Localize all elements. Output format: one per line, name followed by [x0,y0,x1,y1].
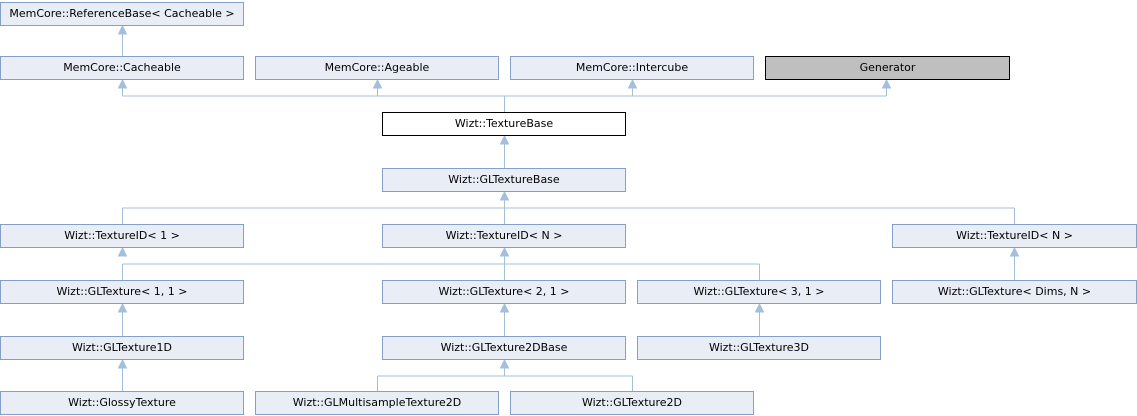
inheritance-arrowhead [117,24,128,35]
inheritance-arrowhead [881,78,892,89]
node-wizt-gltexture1d[interactable]: Wizt::GLTexture1D [0,336,244,360]
edge-gltexture-children [122,250,760,280]
inheritance-arrowhead [117,358,128,369]
node-wizt-gltexturebase[interactable]: Wizt::GLTextureBase [382,168,626,192]
inheritance-arrowhead [117,246,128,257]
inheritance-arrowhead [1009,246,1020,257]
inheritance-arrowhead [499,190,510,201]
inheritance-arrowhead [117,78,128,89]
edge-gltexture2dbase-children [377,362,633,391]
node-wizt-gltexture2dbase[interactable]: Wizt::GLTexture2DBase [382,336,626,360]
edge-textureid-children [122,194,1015,224]
node-wizt-glmultisampletexture2d[interactable]: Wizt::GLMultisampleTexture2D [255,391,499,415]
node-wizt-gltexture2d[interactable]: Wizt::GLTexture2D [510,391,754,415]
node-memcore-intercube[interactable]: MemCore::Intercube [510,56,754,80]
inheritance-arrowhead [754,302,765,313]
node-wizt-gltexture3d[interactable]: Wizt::GLTexture3D [637,336,881,360]
node-wizt-textureid-n[interactable]: Wizt::TextureID< N > [382,224,626,248]
inheritance-arrowhead [499,302,510,313]
inheritance-arrowhead [499,358,510,369]
node-generator: Generator [765,56,1010,80]
inheritance-arrowhead [499,134,510,145]
node-memcore-cacheable[interactable]: MemCore::Cacheable [0,56,244,80]
node-referencebase-cacheable[interactable]: MemCore::ReferenceBase< Cacheable > [0,2,244,26]
node-wizt-texturebase: Wizt::TextureBase [382,112,626,136]
inheritance-arrowhead [499,246,510,257]
node-memcore-ageable[interactable]: MemCore::Ageable [255,56,499,80]
node-wizt-glossytexture[interactable]: Wizt::GlossyTexture [0,391,244,415]
node-wizt-textureid-1[interactable]: Wizt::TextureID< 1 > [0,224,244,248]
edge-texturebase-parents [122,82,887,112]
node-wizt-gltexture-3-1[interactable]: Wizt::GLTexture< 3, 1 > [637,280,881,304]
node-wizt-gltexture-dims-n[interactable]: Wizt::GLTexture< Dims, N > [892,280,1137,304]
node-wizt-gltexture-2-1[interactable]: Wizt::GLTexture< 2, 1 > [382,280,626,304]
inheritance-arrowhead [627,78,638,89]
node-wizt-gltexture-1-1[interactable]: Wizt::GLTexture< 1, 1 > [0,280,244,304]
inheritance-arrowhead [372,78,383,89]
node-wizt-textureid-n-secondary[interactable]: Wizt::TextureID< N > [892,224,1137,248]
inheritance-arrowhead [117,302,128,313]
